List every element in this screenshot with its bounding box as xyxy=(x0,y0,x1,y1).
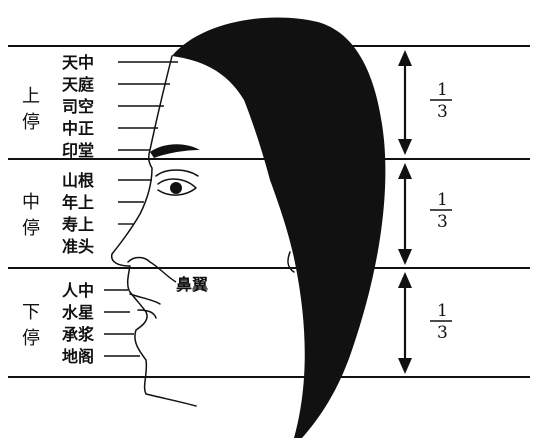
zone-upper-char-1: 上 xyxy=(22,86,40,107)
zone-lower-char-2: 停 xyxy=(22,328,40,349)
label-zhongzheng: 中正 xyxy=(62,119,94,138)
label-yintang: 印堂 xyxy=(62,141,94,160)
upper-leaders xyxy=(118,62,178,150)
label-sikong: 司空 xyxy=(62,97,94,116)
nostril xyxy=(128,258,150,263)
fraction-lower: 1 3 xyxy=(430,301,452,343)
zone-middle-char-2: 停 xyxy=(22,218,40,239)
zone-upper-char-2: 停 xyxy=(22,112,40,133)
hair-silhouette xyxy=(172,17,385,438)
label-shoushang: 寿上 xyxy=(62,215,94,234)
label-zhuntou: 准头 xyxy=(62,237,94,256)
label-tianting: 天庭 xyxy=(62,75,94,94)
label-dige: 地阁 xyxy=(62,347,94,366)
label-nianshang: 年上 xyxy=(62,193,94,212)
fraction-lower-denominator: 3 xyxy=(437,323,448,343)
label-shangen: 山根 xyxy=(62,171,94,190)
label-chengjiang: 承浆 xyxy=(62,325,95,344)
label-shuixing: 水星 xyxy=(62,303,94,322)
label-biyi: 鼻翼 xyxy=(176,275,208,294)
fraction-upper-denominator: 3 xyxy=(437,102,448,122)
fraction-lower-numerator: 1 xyxy=(437,301,448,321)
fraction-middle: 1 3 xyxy=(430,190,452,232)
arrow-middle xyxy=(398,163,412,265)
fraction-middle-denominator: 3 xyxy=(437,212,448,232)
arrow-upper xyxy=(398,50,412,155)
eyebrow xyxy=(150,144,200,158)
arrow-lower xyxy=(398,272,412,374)
lower-leaders xyxy=(104,290,140,356)
fraction-upper-numerator: 1 xyxy=(437,80,448,100)
fraction-upper: 1 3 xyxy=(430,80,452,122)
label-tianzhong: 天中 xyxy=(62,53,94,72)
label-renzhong: 人中 xyxy=(62,281,94,300)
fraction-middle-numerator: 1 xyxy=(437,190,448,210)
zone-middle-char-1: 中 xyxy=(22,192,40,213)
zone-lower-char-1: 下 xyxy=(22,302,40,323)
eyelid xyxy=(156,170,198,176)
nose-wing-leader xyxy=(150,262,176,282)
middle-leaders xyxy=(118,180,152,246)
eye-pupil xyxy=(170,182,182,194)
face-profile xyxy=(112,56,196,406)
